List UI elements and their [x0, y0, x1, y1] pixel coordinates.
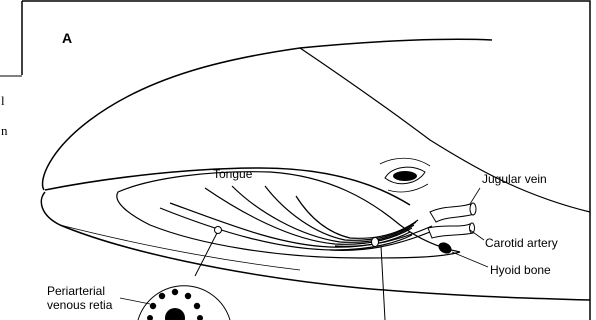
page-fragment-1: l: [1, 94, 5, 108]
lower-jaw-inner: [60, 225, 300, 270]
eye-pupil: [393, 171, 417, 181]
eye-lower-lid: [388, 184, 428, 192]
periarterial-label-line1: Periarterial: [47, 284, 105, 298]
hyoid-bone-label: Hyoid bone: [490, 263, 551, 277]
periarterial-label-line2: venous retia: [47, 298, 112, 312]
retia-leader-lower: [381, 246, 385, 320]
tongue-label: Tongue: [213, 167, 252, 181]
hyoid-bone-leader: [452, 252, 488, 267]
periarterial-leader: [120, 298, 150, 304]
jugular-vein-shape: [430, 204, 474, 222]
cross-section-vessels: [147, 289, 203, 320]
carotid-artery-label: Carotid artery: [485, 236, 558, 250]
jugular-vein-label: Jugular vein: [482, 172, 547, 186]
carotid-artery-shape: [428, 224, 473, 238]
arterial-marker-left: [215, 227, 222, 234]
head-top-outline: [300, 48, 590, 212]
eye-brow: [380, 158, 430, 166]
arterial-marker-right: [372, 238, 379, 247]
carotid-artery-leader: [470, 230, 484, 240]
tongue-outline: [117, 172, 460, 258]
jugular-vein-end: [470, 203, 476, 215]
page-fragment-2: n: [1, 124, 8, 138]
jugular-vein-leader: [470, 188, 480, 204]
panel-letter: A: [62, 31, 72, 45]
